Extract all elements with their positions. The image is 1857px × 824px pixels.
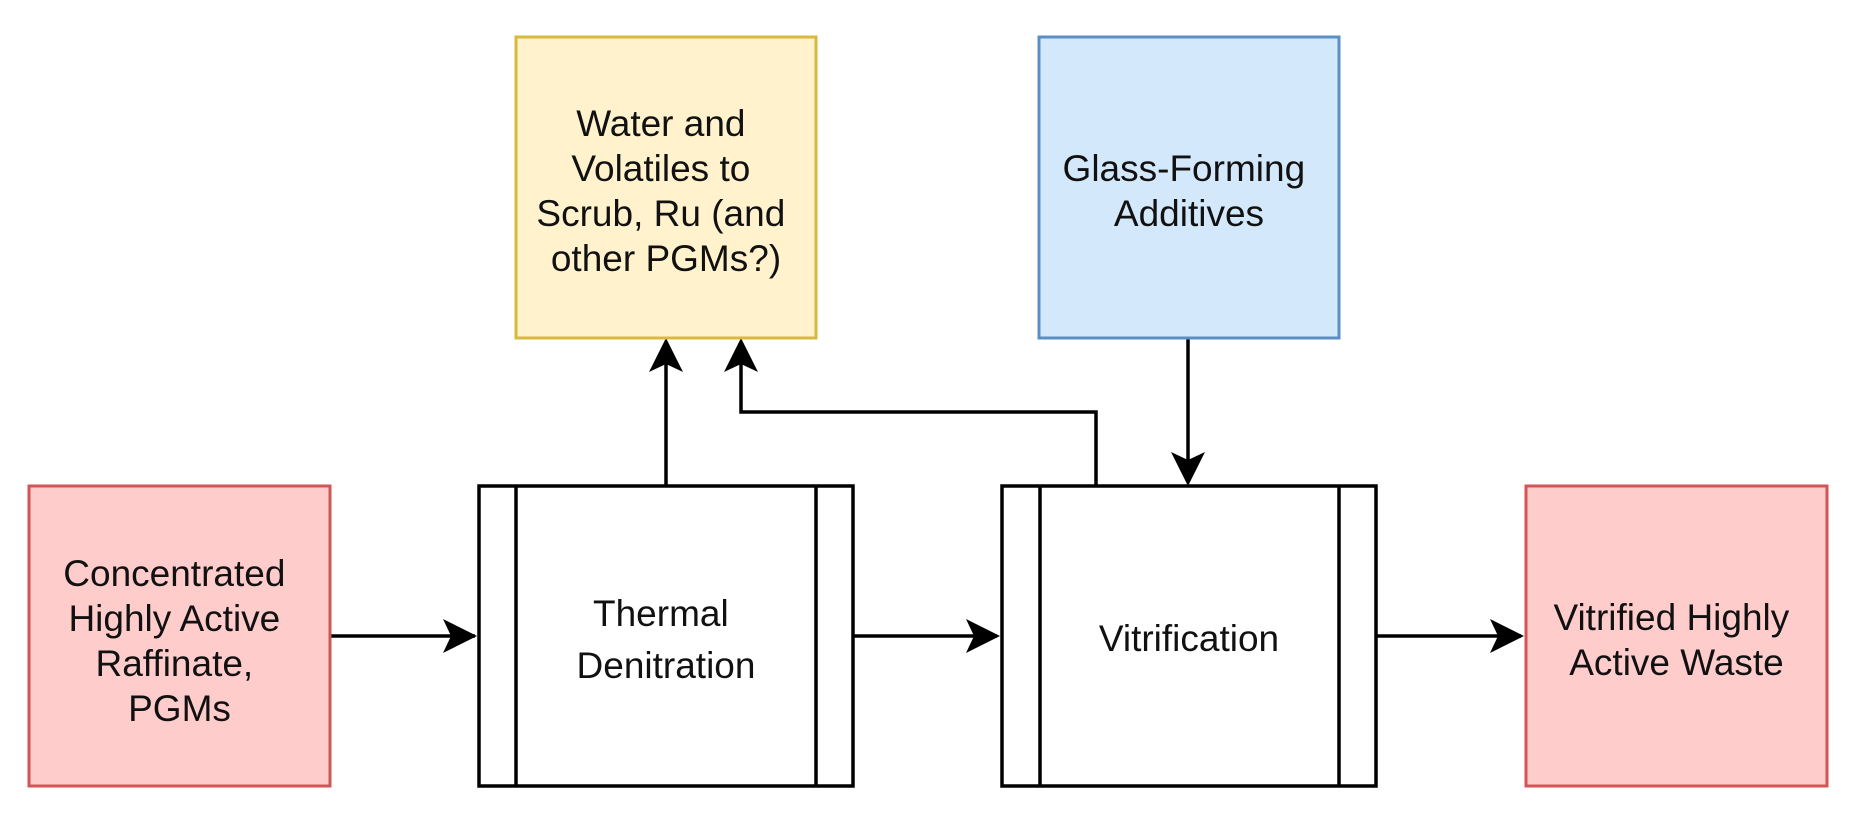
arrowhead-offgas-in-right (724, 338, 758, 372)
node-glass-forming-additives: Glass-Forming Additives (1037, 35, 1341, 340)
node-output-line: Vitrified Highly (1553, 597, 1789, 638)
node-glass-forming-additives-label: Glass-Forming Additives (1063, 148, 1316, 234)
node-glass-forming-additives-line: Additives (1114, 193, 1264, 234)
node-output-line: Active Waste (1569, 642, 1784, 683)
node-thermal-denitration-label: Thermal Denitration (577, 593, 756, 686)
node-offgas: Water and Volatiles to Scrub, Ru (and ot… (514, 35, 818, 340)
node-input-line: Raffinate, (96, 643, 254, 684)
node-input: Concentrated Highly Active Raffinate, PG… (27, 484, 332, 788)
arrowhead-denitration-in (443, 619, 477, 653)
node-output-label: Vitrified Highly Active Waste (1553, 597, 1799, 683)
node-offgas-line: Water and (576, 103, 745, 144)
node-offgas-label: Water and Volatiles to Scrub, Ru (and ot… (536, 103, 795, 279)
node-glass-forming-additives-line: Glass-Forming (1063, 148, 1306, 189)
node-offgas-line: Scrub, Ru (and (536, 193, 785, 234)
node-glass-forming-additives-box (1037, 35, 1341, 340)
node-thermal-denitration: Thermal Denitration (477, 484, 855, 788)
node-thermal-denitration-line: Thermal (593, 593, 729, 634)
arrowhead-offgas-in-left (649, 338, 683, 372)
node-vitrification-label: Vitrification (1099, 618, 1279, 659)
node-output-box (1524, 484, 1829, 788)
node-vitrification-line: Vitrification (1099, 618, 1279, 659)
node-vitrification: Vitrification (1000, 484, 1378, 788)
edges-group (330, 338, 1524, 653)
node-offgas-line: other PGMs?) (551, 238, 781, 279)
node-input-label: Concentrated Highly Active Raffinate, PG… (63, 553, 295, 729)
arrowhead-vitrification-in (966, 619, 1000, 653)
node-offgas-line: Volatiles to (571, 148, 750, 189)
node-input-box (27, 484, 332, 788)
node-output: Vitrified Highly Active Waste (1524, 484, 1829, 788)
arrowhead-vitrification-top-in (1171, 452, 1205, 486)
node-input-line: Highly Active (68, 598, 280, 639)
arrowhead-output-in (1490, 619, 1524, 653)
node-thermal-denitration-box (477, 484, 855, 788)
node-thermal-denitration-line: Denitration (577, 645, 756, 686)
node-vitrification-box (1000, 484, 1378, 788)
node-offgas-box (514, 35, 818, 340)
node-input-line: PGMs (128, 688, 231, 729)
node-input-line: Concentrated (63, 553, 285, 594)
edge-vitrification-to-offgas (739, 345, 1098, 486)
